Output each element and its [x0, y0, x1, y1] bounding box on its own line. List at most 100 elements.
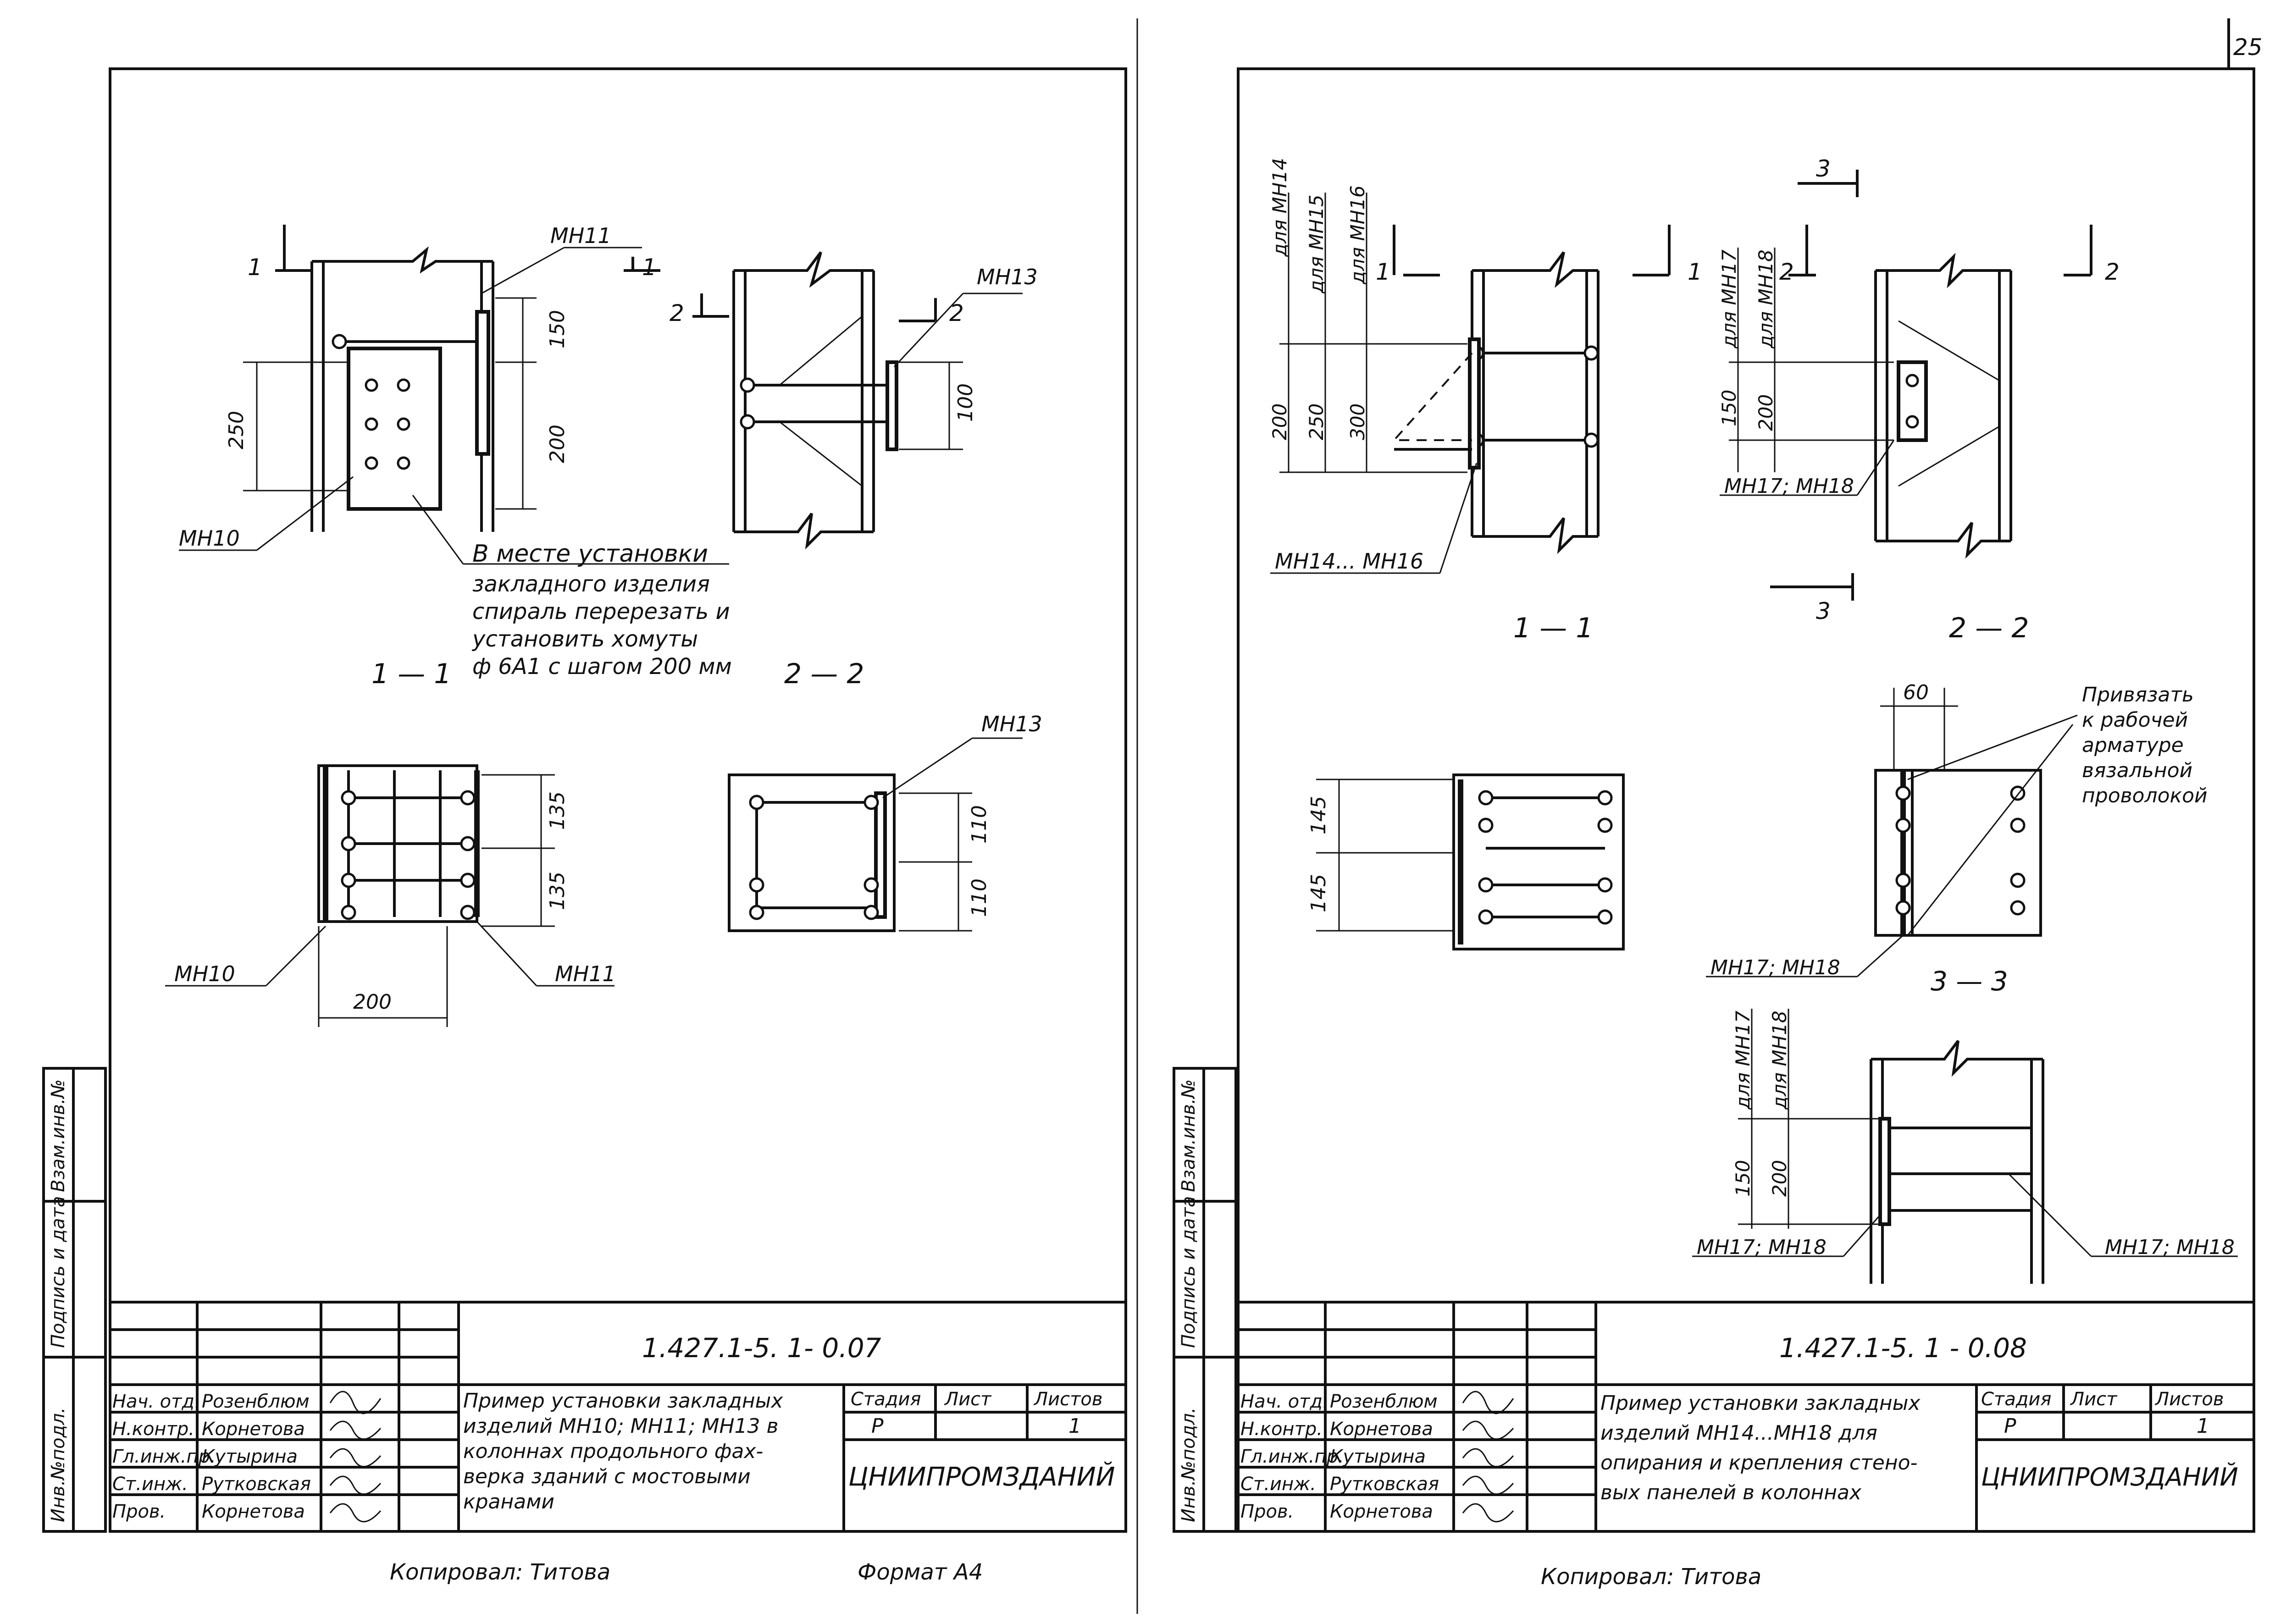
- right-signature-1: [1462, 1391, 1514, 1414]
- label-for-mn16: для МН16: [1346, 185, 1369, 285]
- right-doc-code: 1.427.1-5. 1 - 0.08: [1779, 1332, 2027, 1364]
- right-name-4: Рутковская: [1330, 1474, 1439, 1495]
- dim-145a-right: 145: [1307, 796, 1330, 834]
- right-name-2: Корнетова: [1330, 1419, 1433, 1440]
- right-sheets-head: Листов: [2154, 1389, 2224, 1410]
- dim-200b-right: 200: [1755, 394, 1777, 431]
- right-signature-3: [1462, 1448, 1514, 1468]
- right-note-line-2: к рабочей: [2082, 708, 2188, 732]
- dim-250-left: 250: [225, 411, 248, 449]
- right-side-strip: Инв.№подл. Подпись и дата Взам.инв.№: [1173, 1067, 1237, 1533]
- section-mark-2-left: 2: [670, 300, 684, 326]
- left-signature-2: [329, 1420, 382, 1440]
- label-for-mn15: для МН15: [1305, 194, 1328, 294]
- left-role-3: Гл.инж.пр.: [112, 1446, 216, 1467]
- view-title-1-1-left: 1 — 1: [371, 658, 452, 690]
- left-doc-code: 1.427.1-5. 1- 0.07: [642, 1332, 881, 1364]
- view-title-2-2-right: 2 — 2: [1949, 612, 2029, 644]
- left-plan-1-view: 135 135 200 МН10 МН11: [165, 764, 616, 1027]
- dim-100-left: 100: [954, 383, 977, 422]
- left-title-line-3: колоннах продольного фах-: [463, 1440, 763, 1463]
- right-side-label-sign: Подпись и дата: [1178, 1196, 1199, 1348]
- right-title-block: 1.427.1-5. 1 - 0.08 Пример установки зак…: [1237, 1301, 2255, 1533]
- left-title-line-5: кранами: [463, 1490, 554, 1514]
- dim-200c-right: 200: [1768, 1160, 1791, 1197]
- left-format: Формат А4: [858, 1559, 983, 1585]
- view-title-3-3-right: 3 — 3: [1931, 966, 2008, 997]
- right-stage: Р: [2004, 1414, 2016, 1438]
- dim-135b-left: 135: [546, 872, 569, 910]
- section-mark-2-left-b: 2: [949, 300, 964, 326]
- label-mn14-mn16: МН14... МН16: [1275, 549, 1423, 574]
- right-plan-1-view: 145 145: [1307, 773, 1625, 950]
- right-note-line-4: вязальной: [2082, 759, 2192, 782]
- left-side-label-vzam: Взам.инв.№: [48, 1079, 69, 1192]
- dim-135a-left: 135: [546, 791, 569, 830]
- right-section-3-view: для МН17 для МН18 150 200 МН17; МН18 МН1…: [1692, 1009, 2238, 1284]
- left-elevation-view: МН11 МН10 150 200 250 1 1: [179, 223, 660, 551]
- left-stage: Р: [871, 1414, 884, 1438]
- right-note-line-1: Привязать: [2082, 683, 2194, 707]
- left-copied-by: Копировал: Титова: [390, 1559, 610, 1585]
- label-mn10-elevation: МН10: [179, 526, 240, 551]
- dim-110a-left: 110: [968, 805, 991, 844]
- right-elevation-1-view: МН14... МН16 для МН14 для МН15 для МН16 …: [1268, 158, 1702, 574]
- left-title-line-4: верка зданий с мостовыми: [463, 1465, 751, 1488]
- right-name-3: Кутырина: [1330, 1446, 1426, 1467]
- mn10-plate: [347, 347, 442, 511]
- section-mark-2-right-b: 2: [2105, 259, 2120, 285]
- right-copied-by: Копировал: Титова: [1541, 1564, 1761, 1590]
- left-name-2: Корнетова: [202, 1419, 305, 1440]
- view-title-1-1-right: 1 — 1: [1513, 612, 1594, 644]
- dim-150b-right: 150: [1732, 1160, 1754, 1197]
- label-mn13-plan: МН13: [981, 712, 1042, 736]
- dim-200b-left: 200: [353, 990, 392, 1014]
- section-mark-1-right: 1: [1376, 259, 1390, 285]
- right-side-label-inv: Инв.№подл.: [1178, 1407, 1199, 1522]
- left-name-3: Кутырина: [202, 1446, 298, 1467]
- section-mark-1-left: 1: [248, 254, 262, 281]
- right-plan-2-view: 60 Привязать к рабочей арматуре вязально…: [1706, 681, 2208, 979]
- left-role-4: Ст.инж.: [112, 1474, 188, 1495]
- label-for-mn17-b: для МН17: [1732, 1011, 1754, 1110]
- left-role-5: Пров.: [112, 1501, 166, 1522]
- left-sheet: МН11 МН10 150 200 250 1 1: [42, 67, 1127, 1585]
- dim-145b-right: 145: [1307, 874, 1330, 912]
- left-elevation-2-view: МН13 100 2 2: [670, 251, 1038, 550]
- dim-150-left: 150: [546, 310, 569, 348]
- label-mn13-top: МН13: [977, 265, 1038, 289]
- left-signature-5: [329, 1503, 382, 1523]
- left-note-line-4: установить хомуты: [471, 626, 698, 652]
- dim-300-right: 300: [1346, 403, 1369, 440]
- label-mn17-mn18-a: МН17; МН18: [1724, 475, 1854, 498]
- dim-200-left: 200: [546, 425, 569, 463]
- section-mark-1-left-b: 1: [642, 254, 657, 281]
- dim-150-right: 150: [1718, 390, 1740, 426]
- right-org: ЦНИИПРОМЗДАНИЙ: [1981, 1463, 2238, 1491]
- left-title-line-1: Пример установки закладных: [463, 1389, 783, 1413]
- right-role-4: Ст.инж.: [1240, 1474, 1316, 1495]
- left-frame: [109, 67, 1127, 1533]
- right-sheet: 25 МН14... МН16 для МН14 для МН: [1173, 18, 2263, 1590]
- sheet-number: 25: [2233, 34, 2263, 61]
- right-role-2: Н.контр.: [1240, 1419, 1323, 1440]
- label-for-mn17: для МН17: [1718, 249, 1740, 349]
- label-mn10-plan: МН10: [174, 961, 235, 986]
- right-sheet-head: Лист: [2070, 1389, 2118, 1410]
- dim-250-right: 250: [1305, 403, 1328, 440]
- dim-200-right: 200: [1268, 403, 1291, 440]
- left-role-2: Н.контр.: [112, 1419, 194, 1440]
- left-note-line-1: В месте установки: [472, 540, 708, 568]
- right-note-line-5: проволокой: [2082, 784, 2208, 807]
- right-signature-4: [1462, 1475, 1514, 1495]
- label-mn17-mn18-b: МН17; МН18: [1710, 956, 1840, 979]
- right-elevation-2-view: МН17; МН18 для МН17 для МН18 150 200 2 2…: [1718, 155, 2120, 624]
- right-side-label-vzam: Взам.инв.№: [1178, 1079, 1199, 1192]
- left-signature-1: [329, 1391, 382, 1414]
- label-mn11-plan: МН11: [555, 961, 616, 986]
- left-sheets: 1: [1068, 1414, 1081, 1438]
- dim-110b-left: 110: [968, 878, 991, 917]
- right-signature-5: [1462, 1503, 1514, 1523]
- left-plan-2-view: МН13 110 110: [728, 712, 1042, 932]
